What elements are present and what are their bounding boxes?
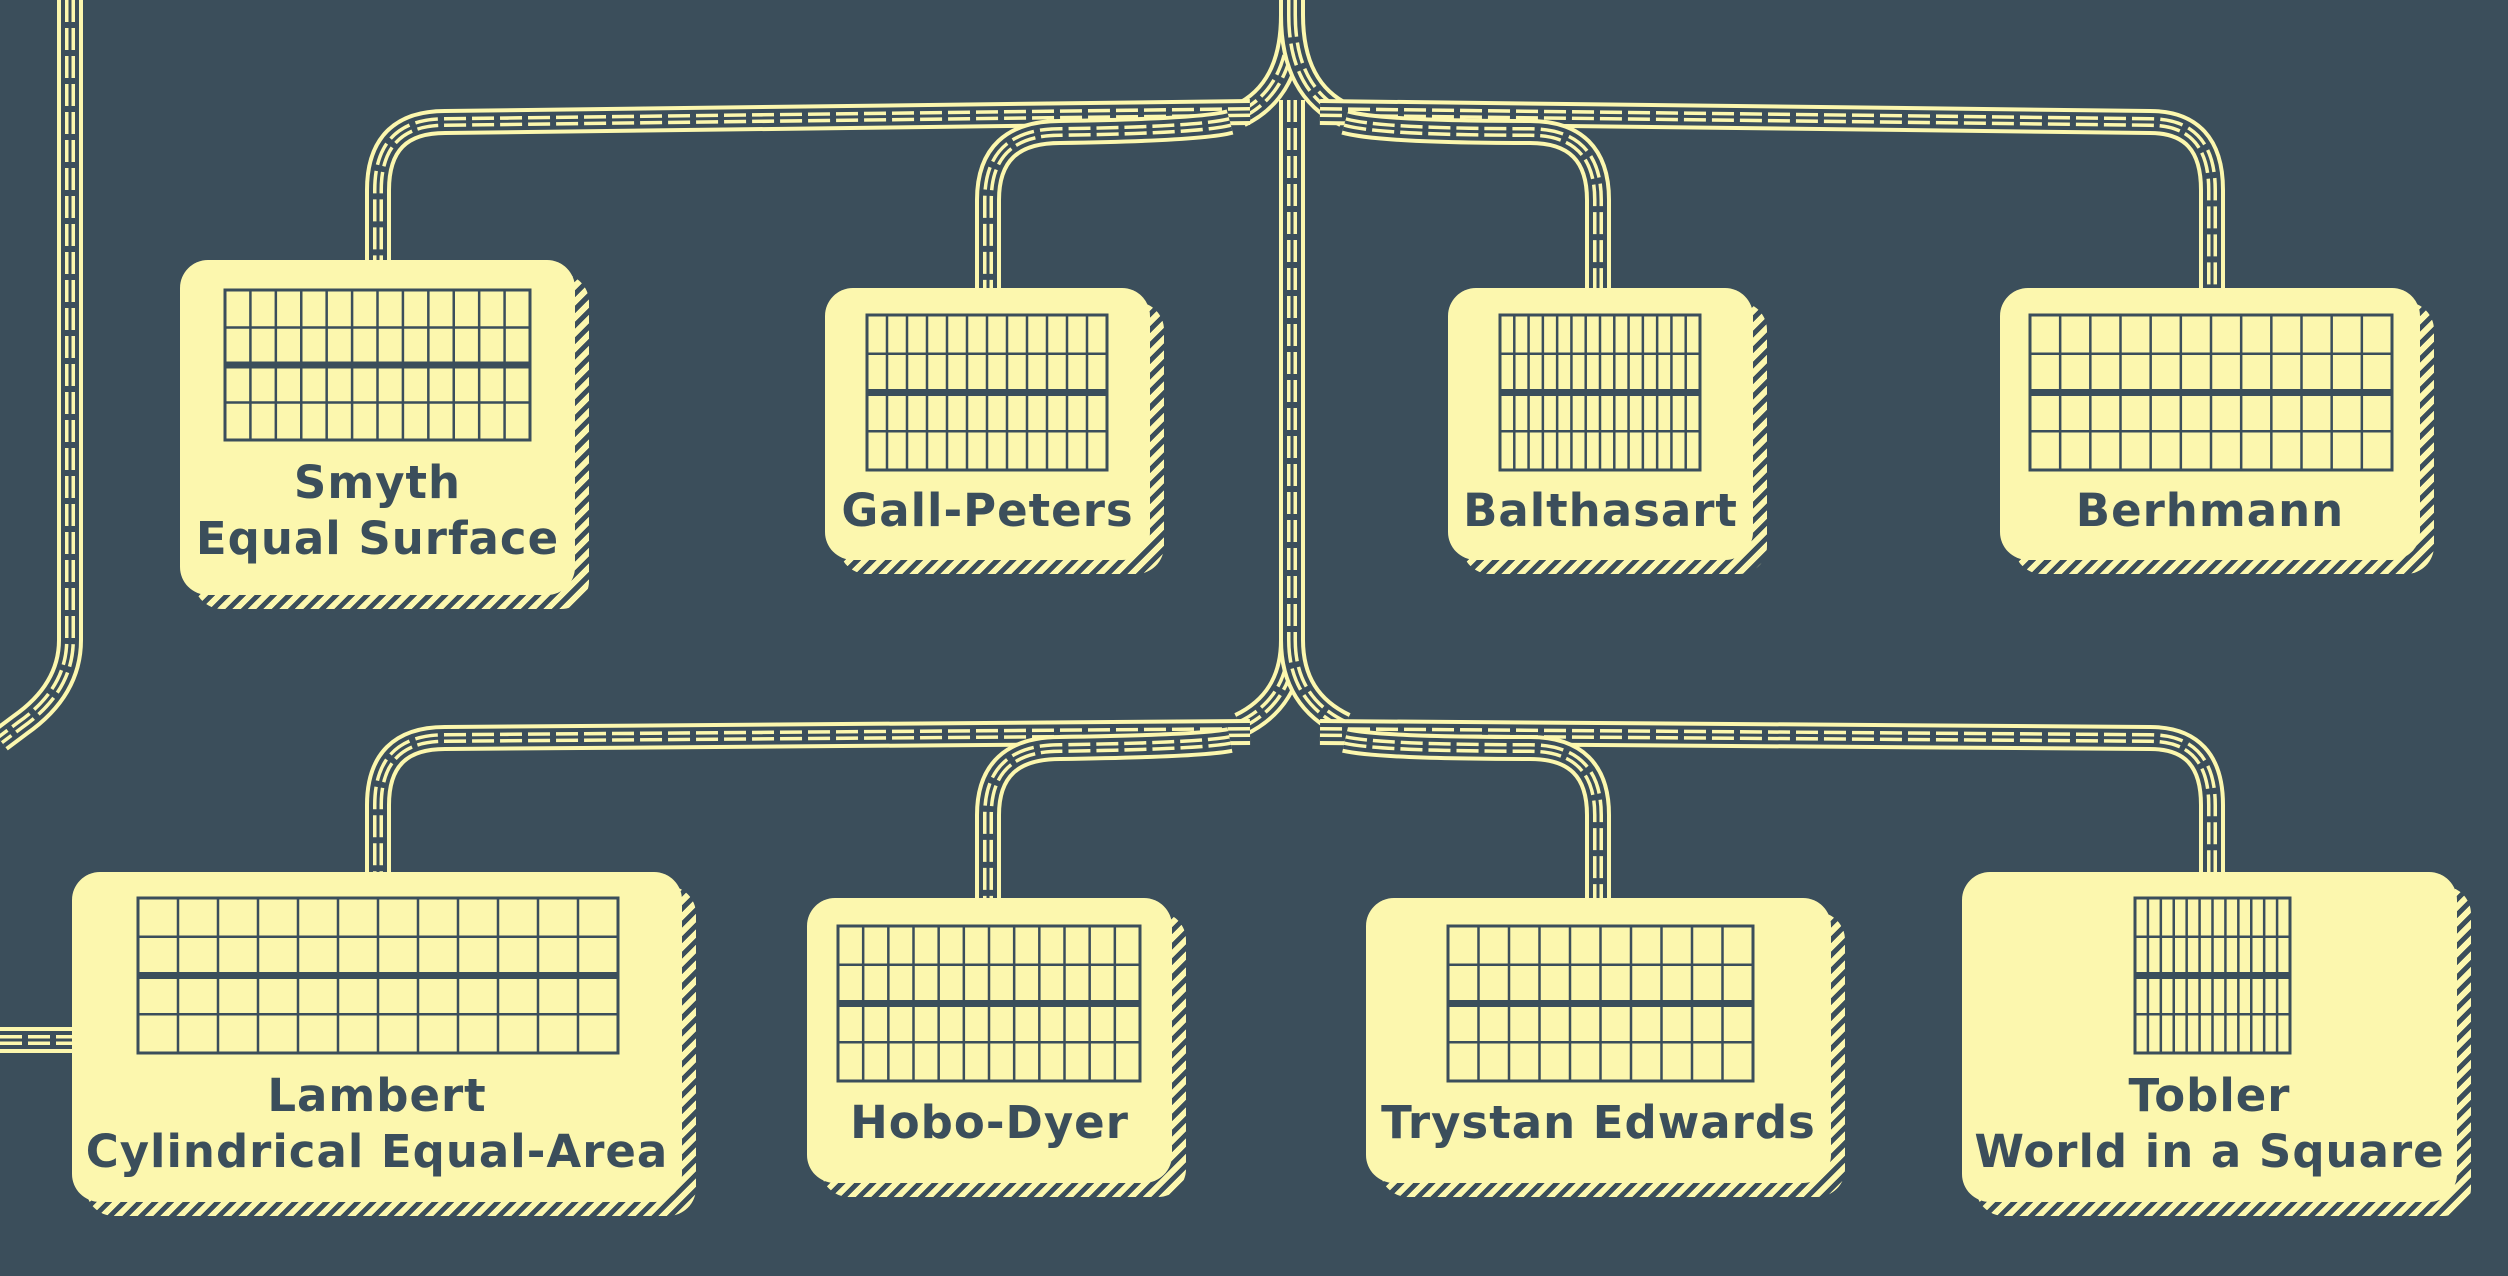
track-tobler-core <box>1319 730 2214 875</box>
projection-label: Trystan Edwards <box>1366 1095 1831 1151</box>
projection-label-line: Equal Surface <box>195 512 560 565</box>
projection-label-line: Lambert <box>267 1069 487 1122</box>
projection-label-line: World in a Square <box>1974 1125 2445 1178</box>
projection-label-line: Balthasart <box>1463 484 1738 537</box>
track-hobo-dyer <box>975 727 1233 900</box>
track-left <box>0 0 83 751</box>
projection-label: Berhmann <box>2000 483 2420 539</box>
track-gall-peters-inner <box>979 113 1233 290</box>
projection-node-hobo-dyer: Hobo-Dyer <box>807 898 1186 1197</box>
projection-node-gall-peters: Gall-Peters <box>825 288 1164 574</box>
projection-label: Gall-Peters <box>825 483 1150 539</box>
projection-grid-icon <box>1498 313 1702 472</box>
track-trystan-edwards-core <box>1344 738 1600 900</box>
projection-label-line: Tobler <box>2128 1069 2291 1122</box>
track-hobo-dyer-core <box>986 738 1231 900</box>
projection-grid-icon <box>836 924 1142 1083</box>
projection-label-line: Berhmann <box>2075 484 2345 537</box>
projection-node-balthasart: Balthasart <box>1448 288 1767 574</box>
track-left-core <box>0 0 72 742</box>
projection-grid-icon <box>2133 896 2292 1055</box>
projection-label-line: Hobo-Dyer <box>850 1096 1129 1149</box>
projection-grid-icon <box>223 288 532 442</box>
projection-grid-icon <box>2028 313 2394 472</box>
projection-grid-icon <box>1446 924 1755 1083</box>
projection-grid-icon <box>136 896 620 1055</box>
projection-grid-icon <box>865 313 1109 472</box>
projection-node-trystan-edwards: Trystan Edwards <box>1366 898 1845 1197</box>
track-trystan-edwards <box>1342 727 1611 900</box>
track-gall-peters-core <box>986 120 1231 290</box>
track-lambert-core <box>376 730 1251 875</box>
projection-label-line: Cylindrical Equal-Area <box>85 1125 669 1178</box>
projection-card <box>1962 872 2457 1202</box>
projection-label: Balthasart <box>1448 483 1753 539</box>
track-balthasart <box>1341 109 1611 290</box>
track-berhmann-core <box>1319 110 2214 290</box>
projection-label-line: Trystan Edwards <box>1381 1096 1816 1149</box>
projection-label: Hobo-Dyer <box>807 1095 1172 1151</box>
projection-label-line: Gall-Peters <box>841 484 1134 537</box>
track-smyth-core <box>376 110 1251 262</box>
projection-node-berhmann: Berhmann <box>2000 288 2434 574</box>
track-balthasart-core <box>1344 120 1600 290</box>
projection-label-line: Smyth <box>293 456 462 509</box>
